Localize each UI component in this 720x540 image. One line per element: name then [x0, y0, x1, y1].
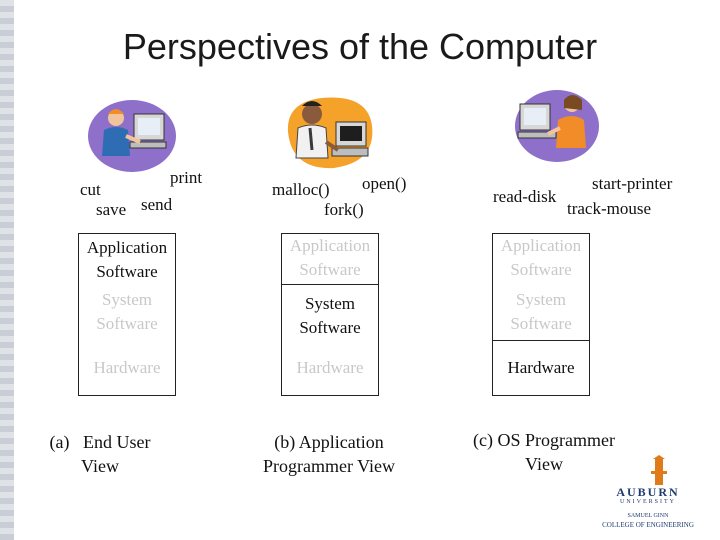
layer-application-software: Application Software — [86, 238, 168, 281]
layer-divider — [282, 284, 378, 285]
logo-line2: COLLEGE OF ENGINEERING — [602, 521, 694, 529]
slide-title: Perspectives of the Computer — [122, 26, 598, 67]
tower-icon — [651, 455, 667, 485]
caption-os-programmer-view: (c) OS Programmer View — [473, 430, 615, 474]
op-send: send — [141, 195, 173, 214]
layer-application-software: Application Software — [500, 236, 582, 279]
layer-stack-os-programmer: Application Software System Software Har… — [492, 233, 590, 396]
logo-sub: UNIVERSITY — [620, 499, 676, 505]
layer-system-software: System Software — [299, 294, 361, 337]
layer-stack-end-user: Application Software System Software Har… — [78, 233, 176, 396]
caption-end-user-view: (a) End User View — [49, 432, 155, 476]
caption-application-programmer-view: (b) Application Programmer View — [262, 432, 396, 476]
op-cut: cut — [80, 180, 101, 199]
op-fork: fork() — [324, 200, 364, 219]
layer-divider — [493, 340, 589, 341]
end-user-clipart — [88, 100, 176, 172]
logo-name: AUBURN — [616, 485, 680, 499]
layer-hardware: Hardware — [93, 358, 161, 377]
op-save: save — [96, 200, 127, 219]
layer-application-software: Application Software — [289, 236, 371, 279]
auburn-logo: AUBURN UNIVERSITY SAMUEL GINN COLLEGE OF… — [582, 455, 714, 535]
layer-hardware: Hardware — [507, 358, 575, 377]
op-start-printer: start-printer — [592, 174, 673, 193]
op-malloc: malloc() — [272, 180, 330, 199]
layer-hardware: Hardware — [296, 358, 364, 377]
os-programmer-clipart — [515, 90, 599, 162]
programmer-clipart — [287, 97, 373, 169]
layer-system-software: System Software — [96, 290, 158, 333]
op-print: print — [170, 168, 203, 187]
slide-edge-strip — [0, 0, 14, 540]
layer-stack-application-programmer: Application Software System Software Har… — [281, 233, 379, 396]
op-open: open() — [362, 174, 407, 193]
layer-system-software: System Software — [510, 290, 572, 333]
op-track-mouse: track-mouse — [567, 199, 652, 218]
logo-line1: SAMUEL GINN — [627, 513, 669, 519]
op-read-disk: read-disk — [493, 187, 557, 206]
